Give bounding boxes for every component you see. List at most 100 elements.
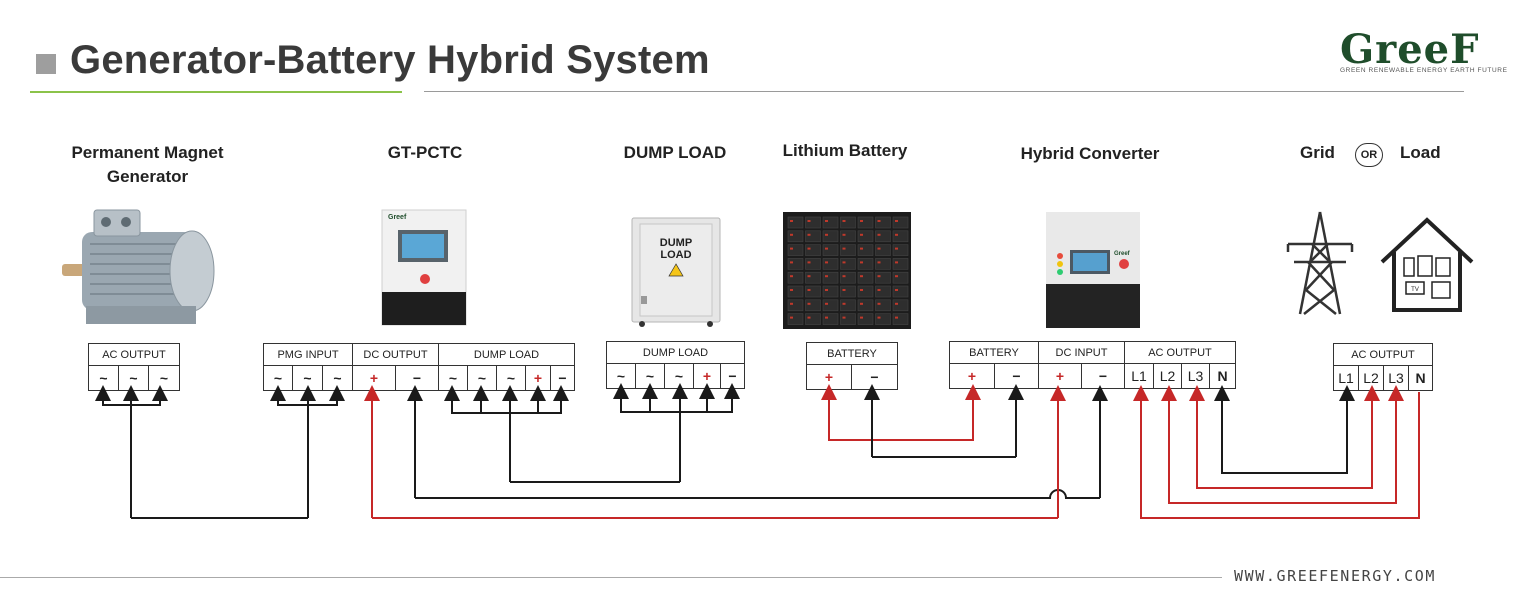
battery-module-indicator [895,302,898,305]
battery-module-indicator [860,289,863,291]
battery-module [840,230,856,243]
terminal-cell: ~ [468,366,497,390]
warning-icon [668,263,684,277]
terminal-cell-positive: + [950,364,995,388]
battery-module [787,258,804,270]
battery-module [857,271,874,284]
battery-module-indicator [895,233,898,236]
battery-module [875,285,891,298]
converter-heading: Hybrid Converter [1020,144,1160,163]
battery-module [805,230,821,243]
battery-module [892,299,909,312]
generator-ac-output-terminal: AC OUTPUT ~ ~ ~ [88,343,180,391]
terminal-cell-l3: L3 [1182,364,1210,388]
battery-module-indicator [895,220,898,222]
tv-label: TV [1411,287,1419,293]
battery-heading: Lithium Battery [782,141,908,160]
battery-module [822,299,839,312]
terminal-cell-negative: − [995,364,1039,388]
battery-module-indicator [825,289,828,291]
battery-module-indicator [790,233,793,236]
or-badge: OR [1355,143,1383,167]
load-label: Load [1400,143,1441,162]
terminal-cell: ~ [293,366,323,390]
terminal-cell: ~ [159,370,169,386]
battery-module-indicator [842,289,846,291]
battery-module-indicator [860,261,863,264]
battery-module-indicator [825,261,828,264]
terminal-cell-negative: − [1082,364,1125,388]
controller-badge: Greef [388,214,407,221]
battery-module-indicator [860,275,863,278]
battery-module [805,313,821,325]
battery-module [840,285,856,298]
battery-module-indicator [790,247,793,250]
battery-module [892,230,909,243]
battery-module [822,285,839,298]
battery-module [892,271,909,284]
terminal-cell: ~ [439,366,468,390]
battery-module-indicator [825,220,828,222]
pmg-input-header: PMG INPUT [264,344,353,366]
battery-module [787,230,804,243]
terminal-cell-l2: L2 [1154,364,1182,388]
battery-module [875,313,891,325]
battery-module-indicator [877,220,881,222]
dump-load-panel-line2: LOAD [660,249,691,261]
terminal-cell-positive: + [1039,364,1082,388]
battery-module-indicator [807,289,811,291]
converter-battery-header: BATTERY [950,342,1039,364]
battery-terminal: BATTERY + − [806,342,898,390]
battery-module-indicator [807,261,811,264]
dump-load-terminal: DUMP LOAD ~ ~ ~ + − [606,341,745,389]
terminal-cell-n: N [1217,368,1228,384]
battery-module-indicator [825,302,828,305]
battery-module [857,230,874,243]
battery-rack-image [783,212,911,329]
terminal-cell-positive: + [807,365,852,389]
battery-module [805,216,821,229]
terminal-cell-negative: − [396,366,439,390]
battery-module-indicator [790,261,793,264]
terminal-cell: ~ [607,364,636,388]
terminal-cell-l3: L3 [1384,366,1409,390]
battery-module [892,258,909,270]
battery-module [840,216,856,229]
battery-module-indicator [895,247,898,250]
battery-module-indicator [790,275,793,278]
battery-module-indicator [877,247,881,250]
battery-module [822,258,839,270]
battery-module [805,258,821,270]
wire-generator-to-pmg [95,385,345,519]
battery-module-indicator [790,289,793,291]
terminal-header: AC OUTPUT [89,344,179,366]
terminal-cell: ~ [264,366,293,390]
terminal-cell-negative: − [558,370,567,386]
terminal-cell-n: N [1415,370,1426,386]
battery-module-indicator [825,316,828,319]
wire-dc-positive [364,385,1066,519]
battery-module [822,244,839,256]
converter-terminal-block: BATTERY DC INPUT AC OUTPUT + − + − L1 L2… [949,341,1236,389]
battery-module [857,244,874,256]
battery-module [840,258,856,270]
controller-heading: GT-PCTC [387,143,463,162]
website-url: WWW.GREEFENERGY.COM [1234,567,1436,585]
battery-module-indicator [807,247,811,250]
brand-logo: GreeF GREEN RENEWABLE ENERGY EARTH FUTUR… [1340,26,1507,82]
battery-module [805,299,821,312]
battery-module [787,244,804,256]
grid-load-terminal: AC OUTPUT L1 L2 L3 N [1333,343,1433,391]
battery-module-indicator [790,302,793,305]
house-load-icon: TV [1380,217,1474,312]
terminal-cell-positive: + [353,366,396,390]
footer-rule [0,577,1222,578]
title-underline-accent [30,91,402,93]
battery-module-indicator [877,302,881,305]
battery-module [857,285,874,298]
battery-module-indicator [825,247,828,250]
terminal-cell-positive: + [694,364,721,388]
battery-module-indicator [877,233,881,236]
battery-module-indicator [842,247,846,250]
